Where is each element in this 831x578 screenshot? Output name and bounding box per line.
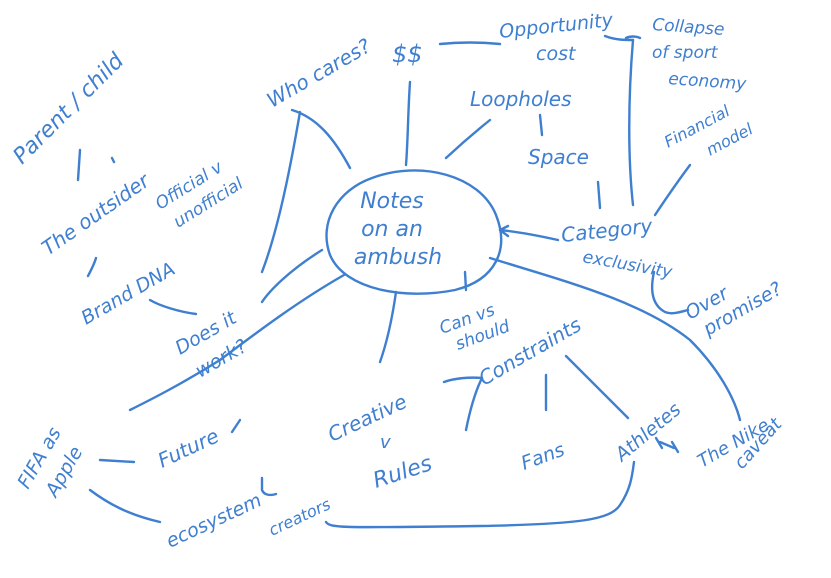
node-parent-child: Parent / child [9,48,130,169]
node-athletes: Athletes [610,398,686,467]
node-rules: Rules [370,451,435,493]
node-economy: economy [668,69,748,94]
node-category: Category [560,213,655,247]
node-the-outsider: The outsider [37,167,155,260]
node-fans: Fans [518,439,567,475]
center-line-1: Notes [360,189,424,214]
center-bubble [325,169,503,295]
node-loopholes: Loopholes [470,87,572,111]
node-opportunity: Opportunity [498,9,614,43]
node-ecosystem: ecosystem [163,489,265,552]
node-dollar: $$ [392,40,423,68]
node-collapse: Collapse [652,15,725,40]
node-creative: Creative [324,389,411,446]
node-v: v [380,432,391,453]
node-exclusivity: exclusivity [581,247,674,283]
center-line-3: ambush [354,245,442,270]
node-cost: cost [536,43,577,65]
node-future: Future [154,424,223,473]
connectors [76,34,742,529]
center-line-2: on an [361,217,423,242]
node-of-sport: of sport [652,43,719,63]
node-who-cares: Who cares? [263,33,376,112]
node-creators: creators [266,495,334,540]
node-space: Space [528,145,589,169]
